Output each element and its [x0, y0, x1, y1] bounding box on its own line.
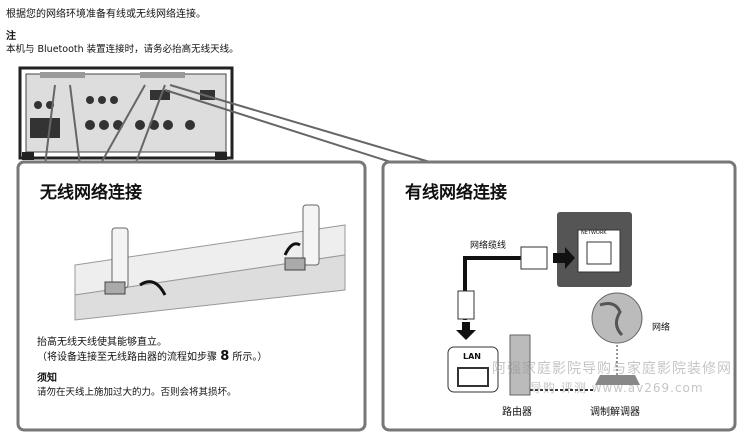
wireless-instruction: 抬高无线天线使其能够直立。	[37, 337, 167, 348]
watermark-line1: 阿强家庭影院导购与家庭影院装修网	[492, 361, 732, 377]
reference-suffix: 所示。）	[232, 352, 268, 363]
modem-label: 调制解调器	[590, 407, 640, 418]
router-label: 路由器	[502, 407, 532, 418]
antenna-illustration	[74, 204, 346, 321]
watermark-line2: 导购 评测 www.av269.com	[530, 381, 704, 395]
wired-title: 有线网络连接	[405, 183, 507, 203]
note-text: 本机与 Bluetooth 装置连接时，请务必抬高无线天线。	[6, 44, 239, 55]
step-number: 8	[220, 349, 230, 364]
receiver-rear-panel	[18, 66, 234, 160]
wired-illustration	[447, 212, 643, 396]
internet-label: 网络	[652, 323, 671, 333]
note-title: 注	[6, 31, 16, 42]
wireless-reference: （将设备连接至无线路由器的流程如步骤 8 所示。）	[37, 348, 267, 364]
intro-text: 根据您的网络环境准备有线或无线网络连接。	[6, 9, 206, 20]
caution-text: 请勿在天线上施加过大的力。否则会将其损坏。	[37, 387, 237, 398]
wireless-title: 无线网络连接	[40, 183, 142, 203]
lan-label: LAN	[463, 352, 481, 361]
caution-title: 须知	[37, 373, 57, 384]
cable-label: 网络缆线	[470, 241, 507, 251]
network-port-label: NETWORK	[581, 230, 607, 236]
reference-prefix: （将设备连接至无线路由器的流程如步骤	[37, 352, 217, 363]
